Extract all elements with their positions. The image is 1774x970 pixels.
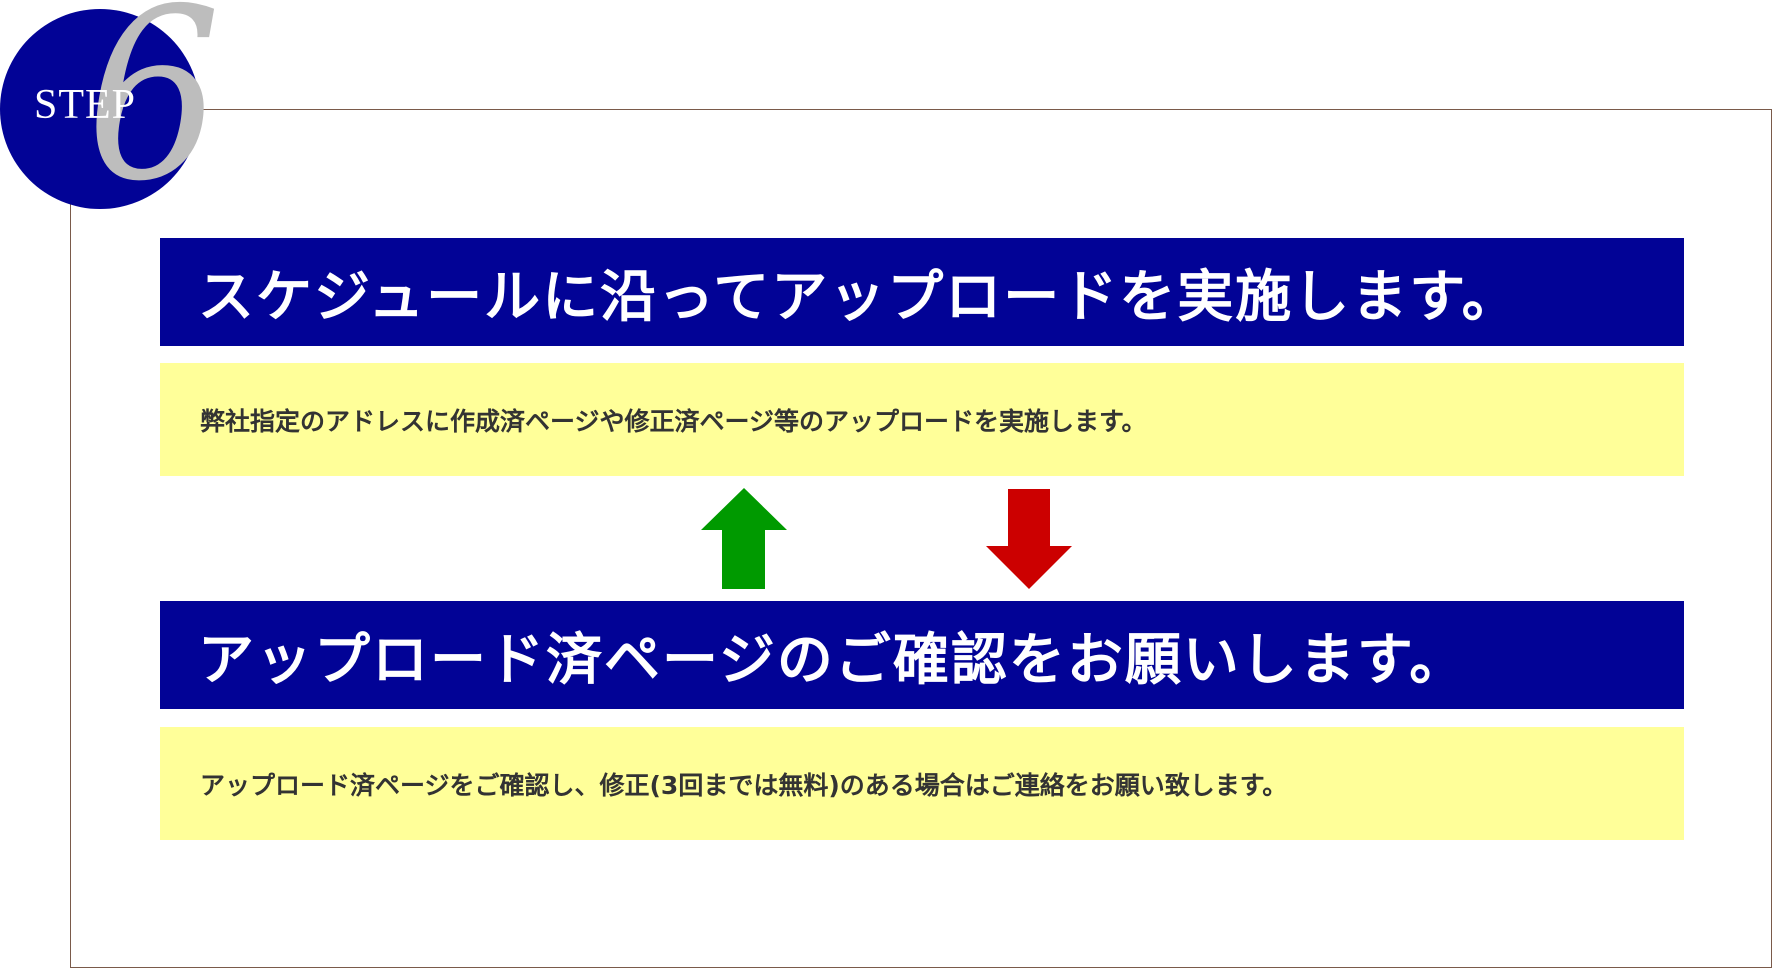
content-frame [70,109,1772,968]
description-confirm: アップロード済ページをご確認し、修正(3回までは無料)のある場合はご連絡をお願い… [160,727,1684,840]
heading-confirm: アップロード済ページのご確認をお願いします。 [160,601,1684,709]
step-number: 6 [86,0,222,233]
up-arrow-icon [701,488,787,589]
description-upload: 弊社指定のアドレスに作成済ページや修正済ページ等のアップロードを実施します。 [160,363,1684,476]
down-arrow-icon [986,489,1072,589]
heading-upload: スケジュールに沿ってアップロードを実施します。 [160,238,1684,346]
step-badge [0,9,200,209]
step-label: STEP [34,82,137,128]
